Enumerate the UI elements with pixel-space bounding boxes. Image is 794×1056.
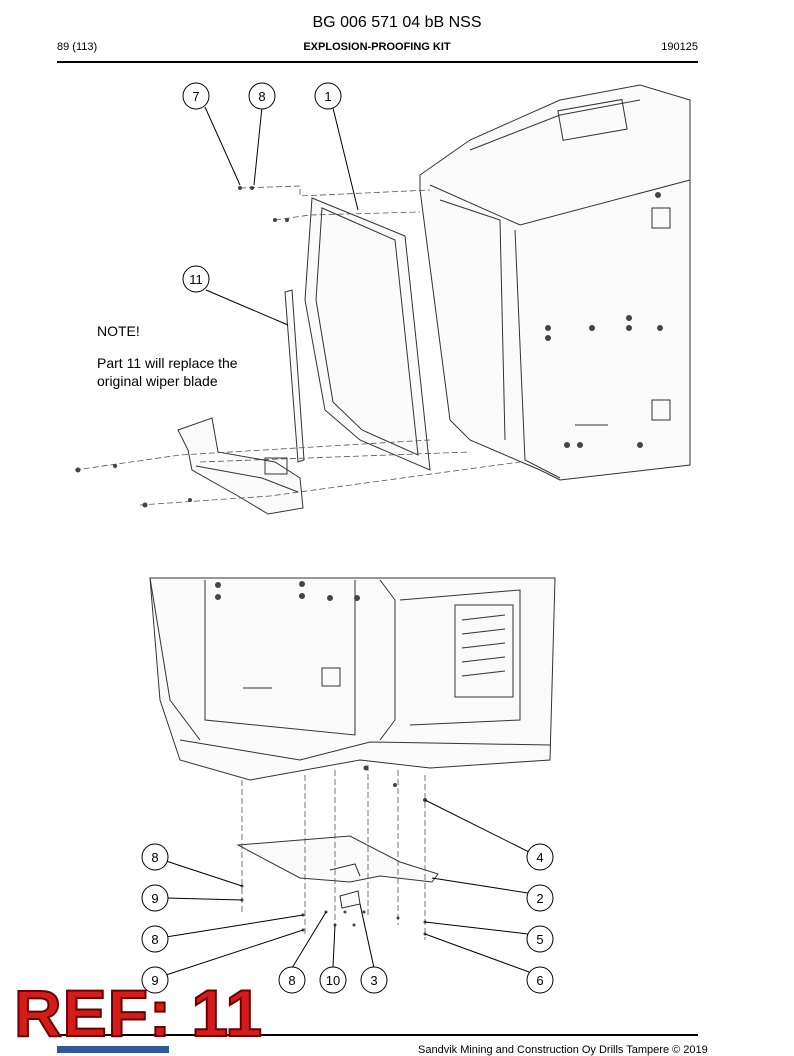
- section-title: EXPLOSION-PROOFING KIT: [303, 41, 451, 53]
- callout-label: 4: [536, 850, 543, 865]
- wiper-blade-part-11: [284, 289, 305, 463]
- callout-10: 10: [319, 966, 347, 994]
- callout-9-b: 9: [141, 966, 169, 994]
- callout-balloons-bottom-right: 4 2 5 6: [526, 843, 554, 994]
- callout-label: 8: [151, 850, 158, 865]
- callout-label: 6: [536, 973, 543, 988]
- callout-8-a: 8: [141, 843, 169, 871]
- callout-7: 7: [182, 82, 210, 110]
- callout-11: 11: [182, 265, 210, 293]
- leader-lines-top: [204, 106, 359, 326]
- header-divider: [57, 61, 698, 63]
- callout-label: 3: [370, 973, 377, 988]
- callout-balloons-bottom-left: 8 9 8 9: [141, 843, 169, 994]
- callout-6: 6: [526, 966, 554, 994]
- callout-8-top: 8: [248, 82, 276, 110]
- callout-label: 9: [151, 891, 158, 906]
- callout-label: 10: [326, 973, 340, 988]
- callout-label: 9: [151, 973, 158, 988]
- floor-plate-part-2: [236, 835, 439, 883]
- note-box: NOTE! Part 11 will replace the original …: [97, 322, 238, 390]
- cabin-body-top: [419, 84, 691, 481]
- callout-label: 5: [536, 932, 543, 947]
- copyright-text: Sandvik Mining and Construction Oy Drill…: [418, 1044, 708, 1056]
- callout-5: 5: [526, 925, 554, 953]
- callout-1: 1: [314, 82, 342, 110]
- wiper-arm-bracket: [177, 417, 304, 515]
- callout-balloons-bottom-center: 8 10 3: [278, 966, 388, 994]
- document-title: BG 006 571 04 bB NSS: [312, 14, 482, 31]
- callout-label: 8: [151, 932, 158, 947]
- fasteners-top: [75, 186, 289, 508]
- note-line-2: original wiper blade: [97, 373, 218, 389]
- callout-3: 3: [360, 966, 388, 994]
- callout-1-label: 1: [324, 89, 331, 104]
- note-line-1: Part 11 will replace the: [97, 355, 238, 371]
- bracket-part-3: [339, 890, 361, 909]
- callout-4: 4: [526, 843, 554, 871]
- note-title: NOTE!: [97, 323, 140, 339]
- company-logo: [57, 1046, 169, 1053]
- window-frame-part-1: [304, 197, 431, 471]
- page-number: 89 (113): [57, 41, 98, 53]
- callout-label: 8: [288, 973, 295, 988]
- callout-8-label: 8: [258, 89, 265, 104]
- leader-lines-bottom: [165, 799, 530, 976]
- callout-2: 2: [526, 884, 554, 912]
- callout-balloons-top: 7 8 1 11: [182, 82, 342, 293]
- cabin-body-bottom: [149, 577, 556, 781]
- callout-11-label: 11: [189, 272, 203, 287]
- footer-divider: [57, 1034, 698, 1036]
- callout-label: 2: [536, 891, 543, 906]
- assembly-lines-bottom: [241, 765, 426, 940]
- callout-8-b: 8: [141, 925, 169, 953]
- reference-stamp: REF: 11: [13, 976, 264, 1050]
- callout-9-a: 9: [141, 884, 169, 912]
- callout-8-c: 8: [278, 966, 306, 994]
- date-code: 190125: [661, 41, 698, 53]
- callout-7-label: 7: [192, 89, 199, 104]
